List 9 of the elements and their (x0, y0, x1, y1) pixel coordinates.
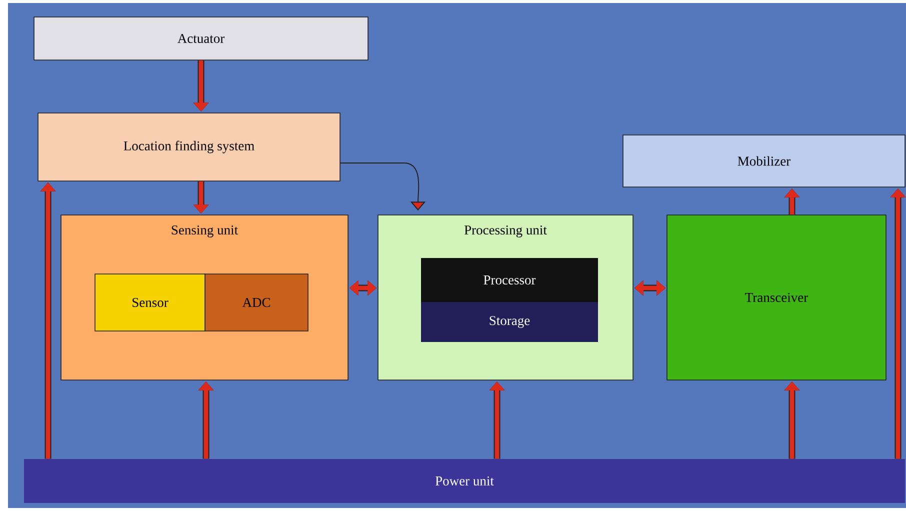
process-box: Location finding system (38, 112, 340, 182)
component-box: Sensor (94, 274, 206, 332)
process-box: Mobilizer (622, 134, 906, 188)
component-box: Processor (421, 258, 598, 302)
unit-box: Transceiver (666, 214, 886, 380)
component-box: ADC (204, 274, 308, 332)
actuator-box: Actuator (34, 16, 368, 60)
power-bar: Power unit (24, 459, 905, 503)
component-box: Storage (421, 302, 598, 342)
